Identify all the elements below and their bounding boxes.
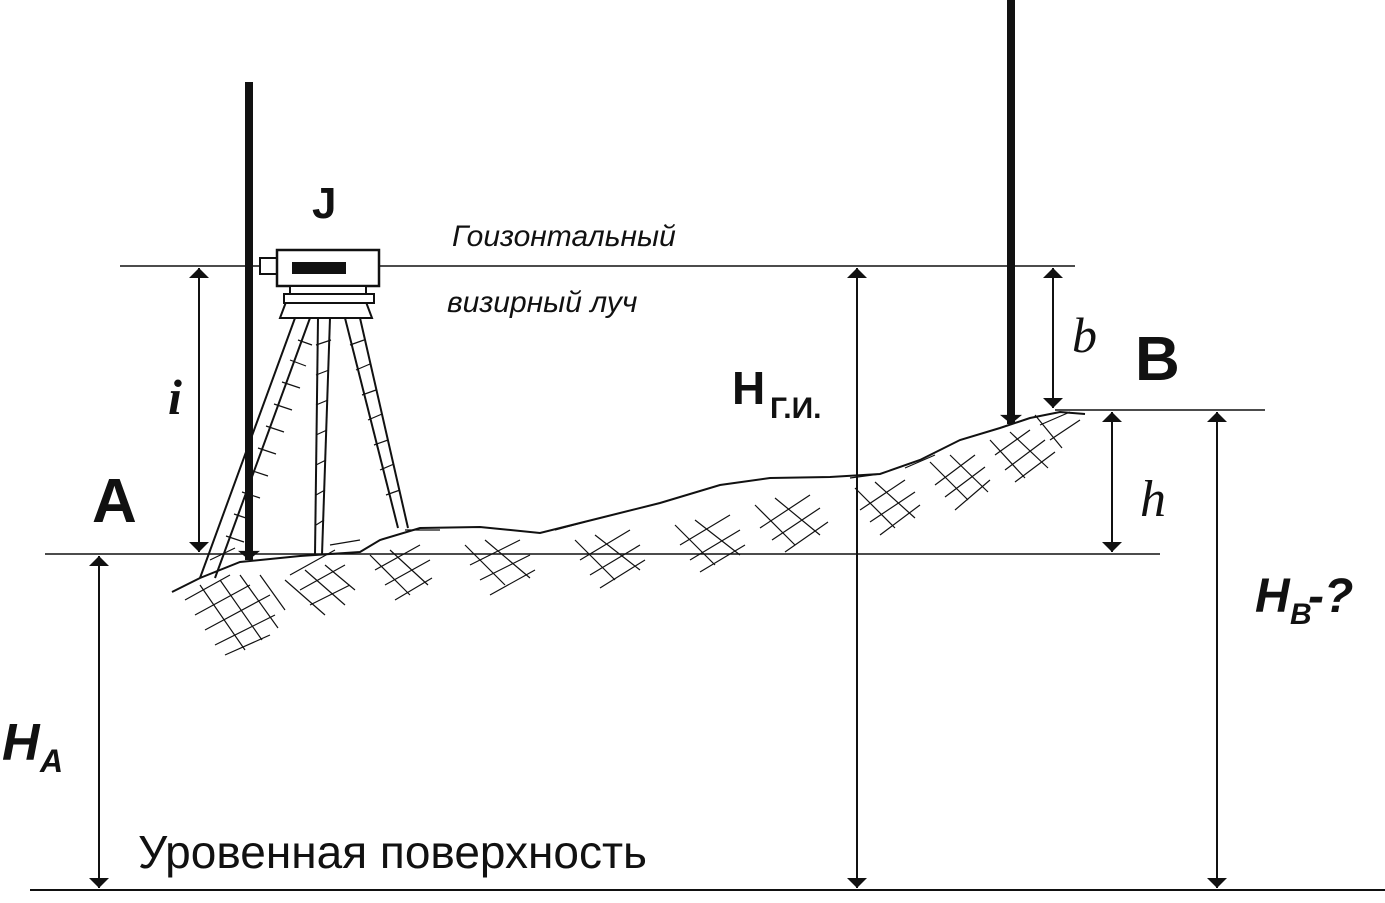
tripod [199, 301, 409, 579]
hb-main: H [1255, 570, 1291, 623]
label-h: h [1140, 471, 1166, 528]
level-instrument [259, 248, 381, 304]
hgi-main: H [732, 362, 765, 414]
label-i: i [168, 369, 182, 425]
hgi-sub: Г.И. [770, 392, 822, 425]
point-b-label: B [1135, 325, 1180, 394]
ha-label: H A [2, 714, 63, 779]
label-b: b [1072, 307, 1097, 363]
dimension-arrows [89, 268, 1227, 888]
level-surface-label: Уровенная поверхность [138, 826, 647, 878]
ha-main: H [2, 714, 41, 772]
hb-suffix: -? [1308, 570, 1353, 623]
hb-label: H B -? [1255, 570, 1353, 631]
ray-label-line1: Гоизонтальный [452, 220, 676, 253]
ray-label-line2: визирный луч [447, 286, 637, 319]
hb-sub: B [1290, 598, 1312, 631]
instrument-label: J [312, 179, 336, 228]
ground-profile [171, 410, 1086, 593]
ha-sub: A [39, 743, 63, 779]
hgi-label: H Г.И. [732, 362, 822, 425]
point-a-label: A [92, 467, 137, 536]
soil-hatching [184, 411, 1081, 656]
